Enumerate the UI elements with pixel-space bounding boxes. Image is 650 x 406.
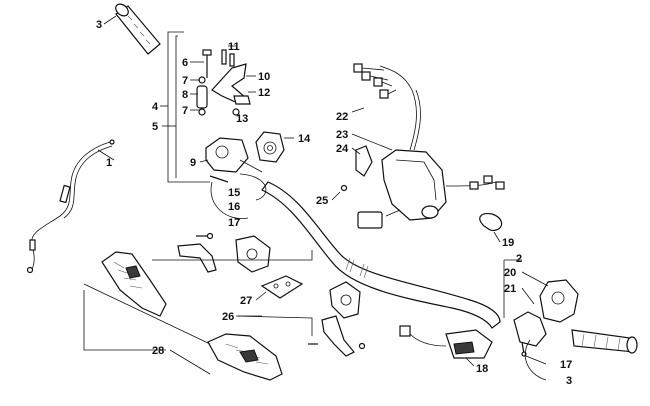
callout-2: 2 bbox=[516, 253, 522, 265]
callout-3-right: 3 bbox=[566, 375, 572, 387]
handguard-mount-left bbox=[177, 232, 271, 273]
throttle-cable bbox=[26, 139, 115, 274]
callout-12: 12 bbox=[258, 87, 270, 99]
mount-pad bbox=[260, 275, 304, 299]
callout-26: 26 bbox=[222, 311, 234, 323]
callout-11: 11 bbox=[228, 41, 240, 53]
callout-16: 16 bbox=[228, 201, 240, 213]
left-grip bbox=[115, 3, 161, 55]
callout-13: 13 bbox=[236, 113, 248, 125]
handguard-left bbox=[101, 251, 167, 317]
thumb-warmer-switch bbox=[255, 131, 285, 163]
callout-8: 8 bbox=[182, 89, 188, 101]
clamp-ring bbox=[479, 213, 503, 232]
callout-18: 18 bbox=[476, 363, 488, 375]
callout-4: 4 bbox=[152, 101, 159, 113]
callout-17-right: 17 bbox=[560, 359, 572, 371]
leader-lines bbox=[83, 15, 549, 381]
callout-28: 28 bbox=[152, 345, 164, 357]
grip-heater-element bbox=[399, 325, 493, 359]
throttle-hardware bbox=[196, 49, 212, 116]
handguard-right bbox=[207, 333, 283, 381]
callout-22: 22 bbox=[336, 111, 348, 123]
callout-27: 27 bbox=[240, 295, 252, 307]
callout-23: 23 bbox=[336, 129, 348, 141]
callout-17-left: 17 bbox=[228, 217, 240, 229]
callout-6: 6 bbox=[182, 57, 188, 69]
callout-15: 15 bbox=[228, 187, 240, 199]
callout-7-lower: 7 bbox=[182, 105, 188, 117]
connector-plugs-top bbox=[353, 63, 397, 99]
throttle-lever bbox=[211, 49, 251, 116]
handlebar bbox=[261, 181, 501, 329]
callout-20: 20 bbox=[504, 267, 516, 279]
callout-19: 19 bbox=[502, 237, 514, 249]
callout-9: 9 bbox=[190, 157, 196, 169]
callout-10: 10 bbox=[258, 71, 270, 83]
bracket-group-outline bbox=[160, 31, 210, 183]
callout-1: 1 bbox=[106, 157, 112, 169]
right-switch-housing bbox=[513, 279, 579, 357]
callout-14: 14 bbox=[298, 133, 311, 145]
callout-7-upper: 7 bbox=[182, 75, 188, 87]
right-control-housing bbox=[340, 63, 505, 229]
callout-25: 25 bbox=[316, 195, 328, 207]
callout-labels: 3 6 7 8 7 4 5 11 10 12 13 14 9 15 16 17 … bbox=[96, 19, 572, 387]
callout-21: 21 bbox=[504, 283, 516, 295]
callout-5: 5 bbox=[152, 121, 158, 133]
throttle-housing bbox=[205, 137, 263, 183]
handguard-mount-right bbox=[308, 281, 366, 357]
callout-24: 24 bbox=[336, 143, 349, 155]
callout-3-left: 3 bbox=[96, 19, 102, 31]
right-grip bbox=[571, 329, 638, 354]
